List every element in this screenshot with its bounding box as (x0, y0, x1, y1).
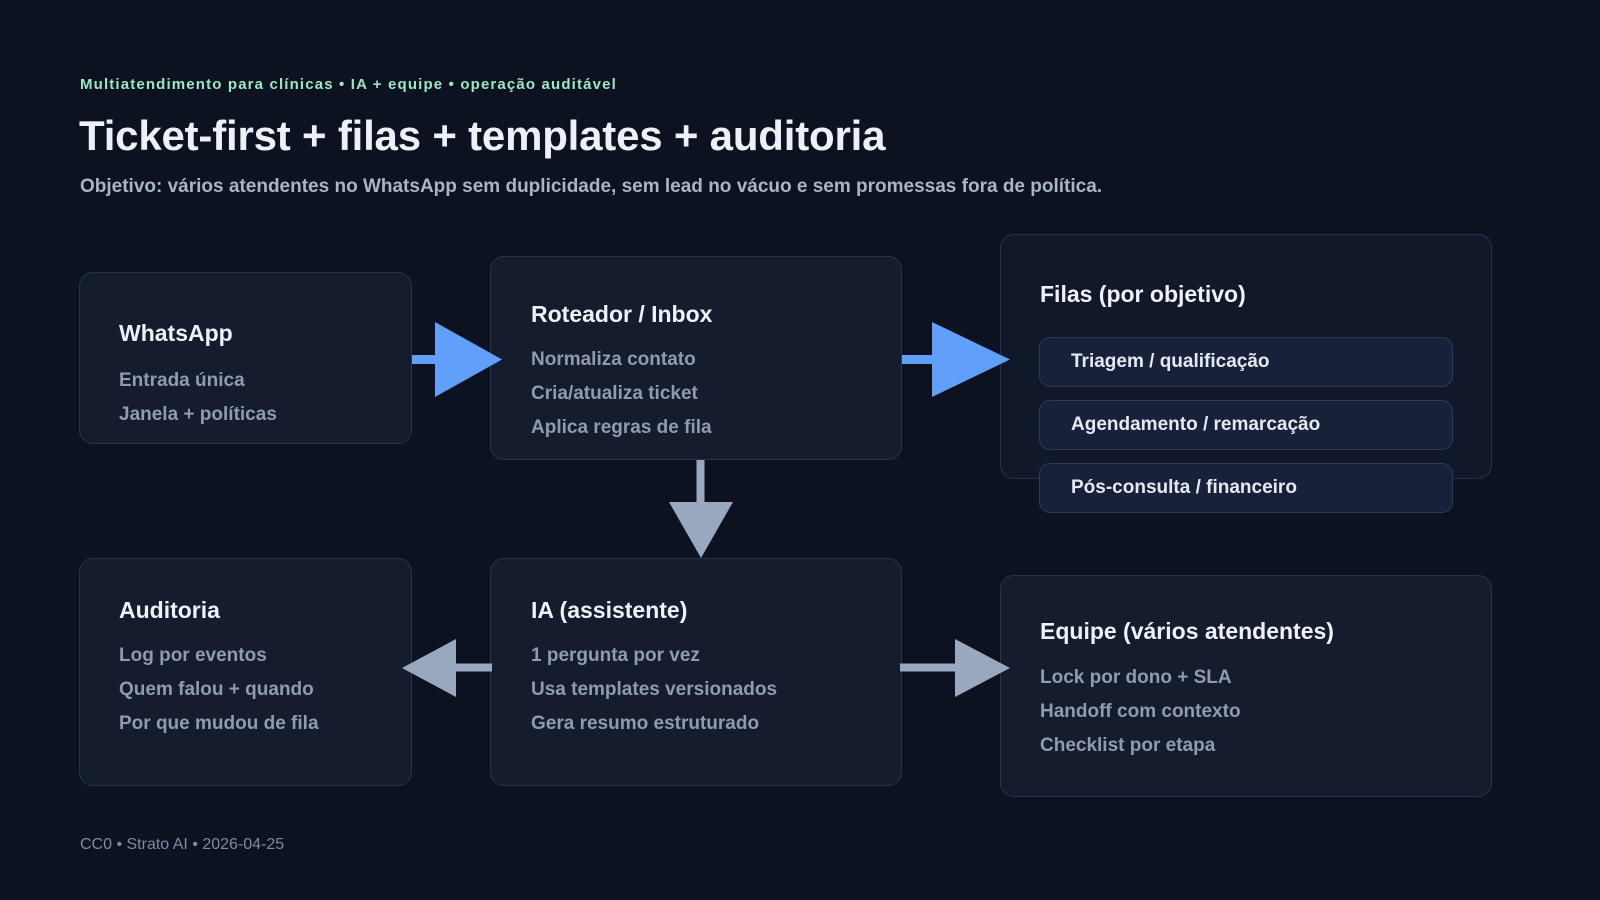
connector-ia-to-equipe (900, 637, 1012, 699)
footer-credit: CC0 • Strato AI • 2026-04-25 (80, 836, 285, 853)
node-whatsapp: WhatsApp Entrada única Janela + política… (79, 272, 412, 444)
page-title: Ticket-first + filas + templates + audit… (79, 112, 886, 159)
chip-agendamento-remarcacao[interactable]: Agendamento / remarcação (1039, 400, 1453, 450)
chip-triagem-qualificacao-label: Triagem / qualificação (1071, 351, 1270, 372)
node-roteador-inbox: Roteador / Inbox Normaliza contato Cria/… (490, 256, 902, 460)
node-equipe: Equipe (vários atendentes) Lock por dono… (1000, 575, 1492, 797)
chip-agendamento-remarcacao-label: Agendamento / remarcação (1071, 414, 1321, 435)
node-roteador-line-1: Normaliza contato (531, 349, 696, 370)
connector-roteador-to-filas (902, 318, 1012, 402)
node-whatsapp-line-2: Janela + políticas (119, 404, 277, 425)
node-auditoria-line-2: Quem falou + quando (119, 679, 314, 700)
node-ia-line-1: 1 pergunta por vez (531, 645, 700, 666)
node-equipe-line-3: Checklist por etapa (1040, 735, 1216, 756)
panel-filas-title: Filas (por objetivo) (1040, 281, 1246, 307)
connector-roteador-to-ia (658, 460, 744, 560)
node-roteador-line-3: Aplica regras de fila (531, 417, 712, 438)
node-ia-assistente: IA (assistente) 1 pergunta por vez Usa t… (490, 558, 902, 786)
node-whatsapp-title: WhatsApp (119, 320, 233, 346)
node-ia-title: IA (assistente) (531, 597, 688, 623)
node-equipe-line-2: Handoff com contexto (1040, 701, 1241, 722)
node-auditoria-line-1: Log por eventos (119, 645, 267, 666)
node-auditoria: Auditoria Log por eventos Quem falou + q… (79, 558, 412, 786)
node-equipe-title: Equipe (vários atendentes) (1040, 618, 1334, 644)
chip-pos-consulta-financeiro[interactable]: Pós-consulta / financeiro (1039, 463, 1453, 513)
page-subtitle: Objetivo: vários atendentes no WhatsApp … (80, 176, 1103, 197)
connector-ia-to-auditoria (400, 637, 492, 699)
chip-pos-consulta-financeiro-label: Pós-consulta / financeiro (1071, 477, 1297, 498)
node-roteador-line-2: Cria/atualiza ticket (531, 383, 698, 404)
node-ia-line-2: Usa templates versionados (531, 679, 778, 700)
eyebrow-label: Multiatendimento para clínicas • IA + eq… (80, 76, 617, 93)
node-auditoria-title: Auditoria (119, 597, 220, 623)
node-whatsapp-line-1: Entrada única (119, 370, 245, 391)
node-equipe-line-1: Lock por dono + SLA (1040, 667, 1232, 688)
node-auditoria-line-3: Por que mudou de fila (119, 713, 319, 734)
connector-whatsapp-to-roteador (412, 318, 504, 402)
chip-triagem-qualificacao[interactable]: Triagem / qualificação (1039, 337, 1453, 387)
node-ia-line-3: Gera resumo estruturado (531, 713, 760, 734)
node-roteador-title: Roteador / Inbox (531, 301, 713, 327)
